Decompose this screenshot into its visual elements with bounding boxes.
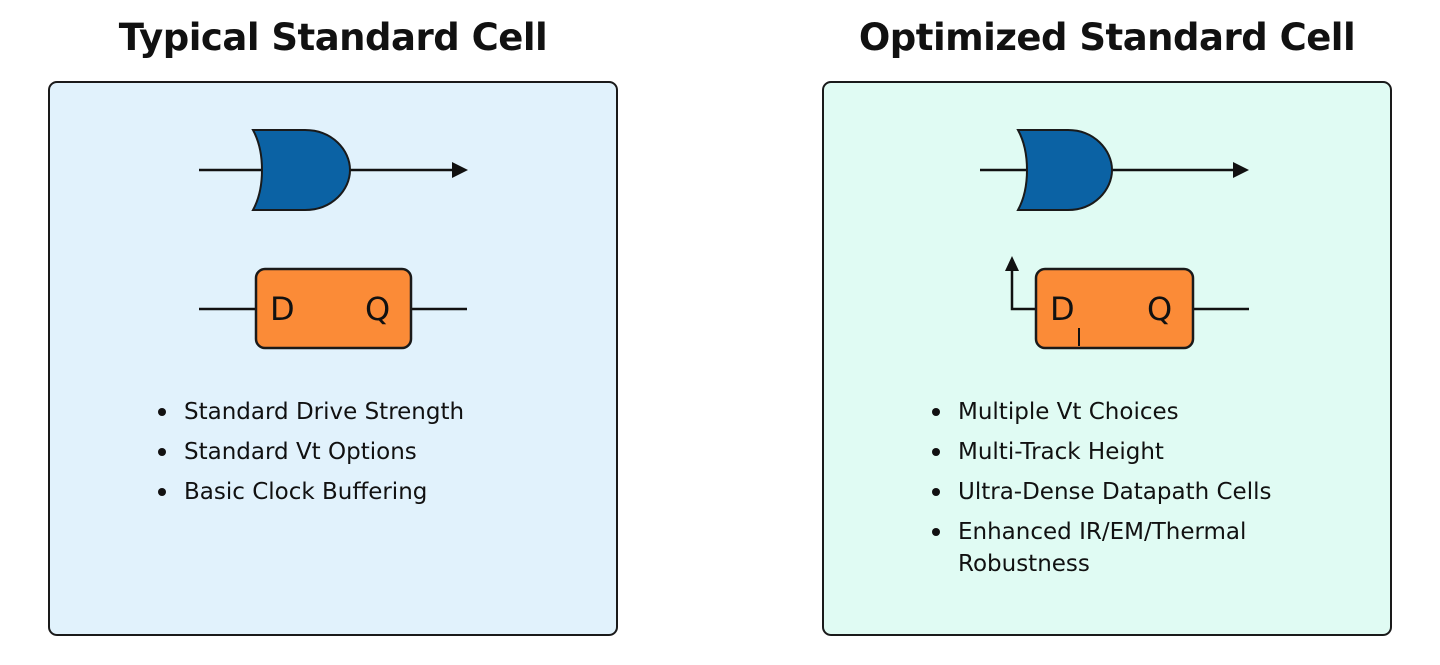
left-ff-q-label: Q [365,290,390,328]
list-item-label: Ultra-Dense Datapath Cells [958,479,1272,505]
right-feature-list: Multiple Vt Choices Multi-Track Height U… [932,396,1312,588]
bullet-icon [932,448,940,456]
left-ff-d-label: D [270,290,295,328]
bullet-icon [932,528,940,536]
list-item: Standard Vt Options [158,436,538,468]
list-item: Ultra-Dense Datapath Cells [932,476,1312,508]
right-gate-arrowhead [1233,162,1249,178]
list-item: Standard Drive Strength [158,396,538,428]
list-item-label: Multiple Vt Choices [958,399,1179,425]
bullet-icon [158,408,166,416]
list-item-label: Enhanced IR/EM/Thermal Robustness [958,519,1247,577]
list-item-label: Basic Clock Buffering [184,479,428,505]
left-panel-title: Typical Standard Cell [118,16,548,59]
list-item: Multiple Vt Choices [932,396,1312,428]
d-flipflop-icon [1034,267,1195,350]
left-flipflop-group: D Q [199,267,467,350]
list-item-label: Multi-Track Height [958,439,1164,465]
bullet-icon [932,488,940,496]
or-gate-icon [251,129,352,211]
right-panel-title: Optimized Standard Cell [858,16,1356,59]
list-item: Basic Clock Buffering [158,476,538,508]
right-ff-feedback-wire [1010,268,1036,311]
right-or-gate-group [980,129,1249,211]
or-gate-icon [1016,129,1114,211]
right-ff-d-label: D [1050,290,1075,328]
right-ff-q-label: Q [1147,290,1172,328]
bullet-icon [932,408,940,416]
list-item-label: Standard Vt Options [184,439,417,465]
bullet-icon [158,448,166,456]
right-ff-up-arrowhead [1005,256,1019,271]
d-flipflop-icon [254,267,413,350]
list-item: Multi-Track Height [932,436,1312,468]
list-item: Enhanced IR/EM/Thermal Robustness [932,516,1278,580]
list-item-label: Standard Drive Strength [184,399,465,425]
right-flipflop-group: D Q [1005,256,1249,350]
left-gate-arrowhead [452,162,468,178]
left-or-gate-group [199,129,468,211]
left-feature-list: Standard Drive Strength Standard Vt Opti… [158,396,538,516]
bullet-icon [158,488,166,496]
